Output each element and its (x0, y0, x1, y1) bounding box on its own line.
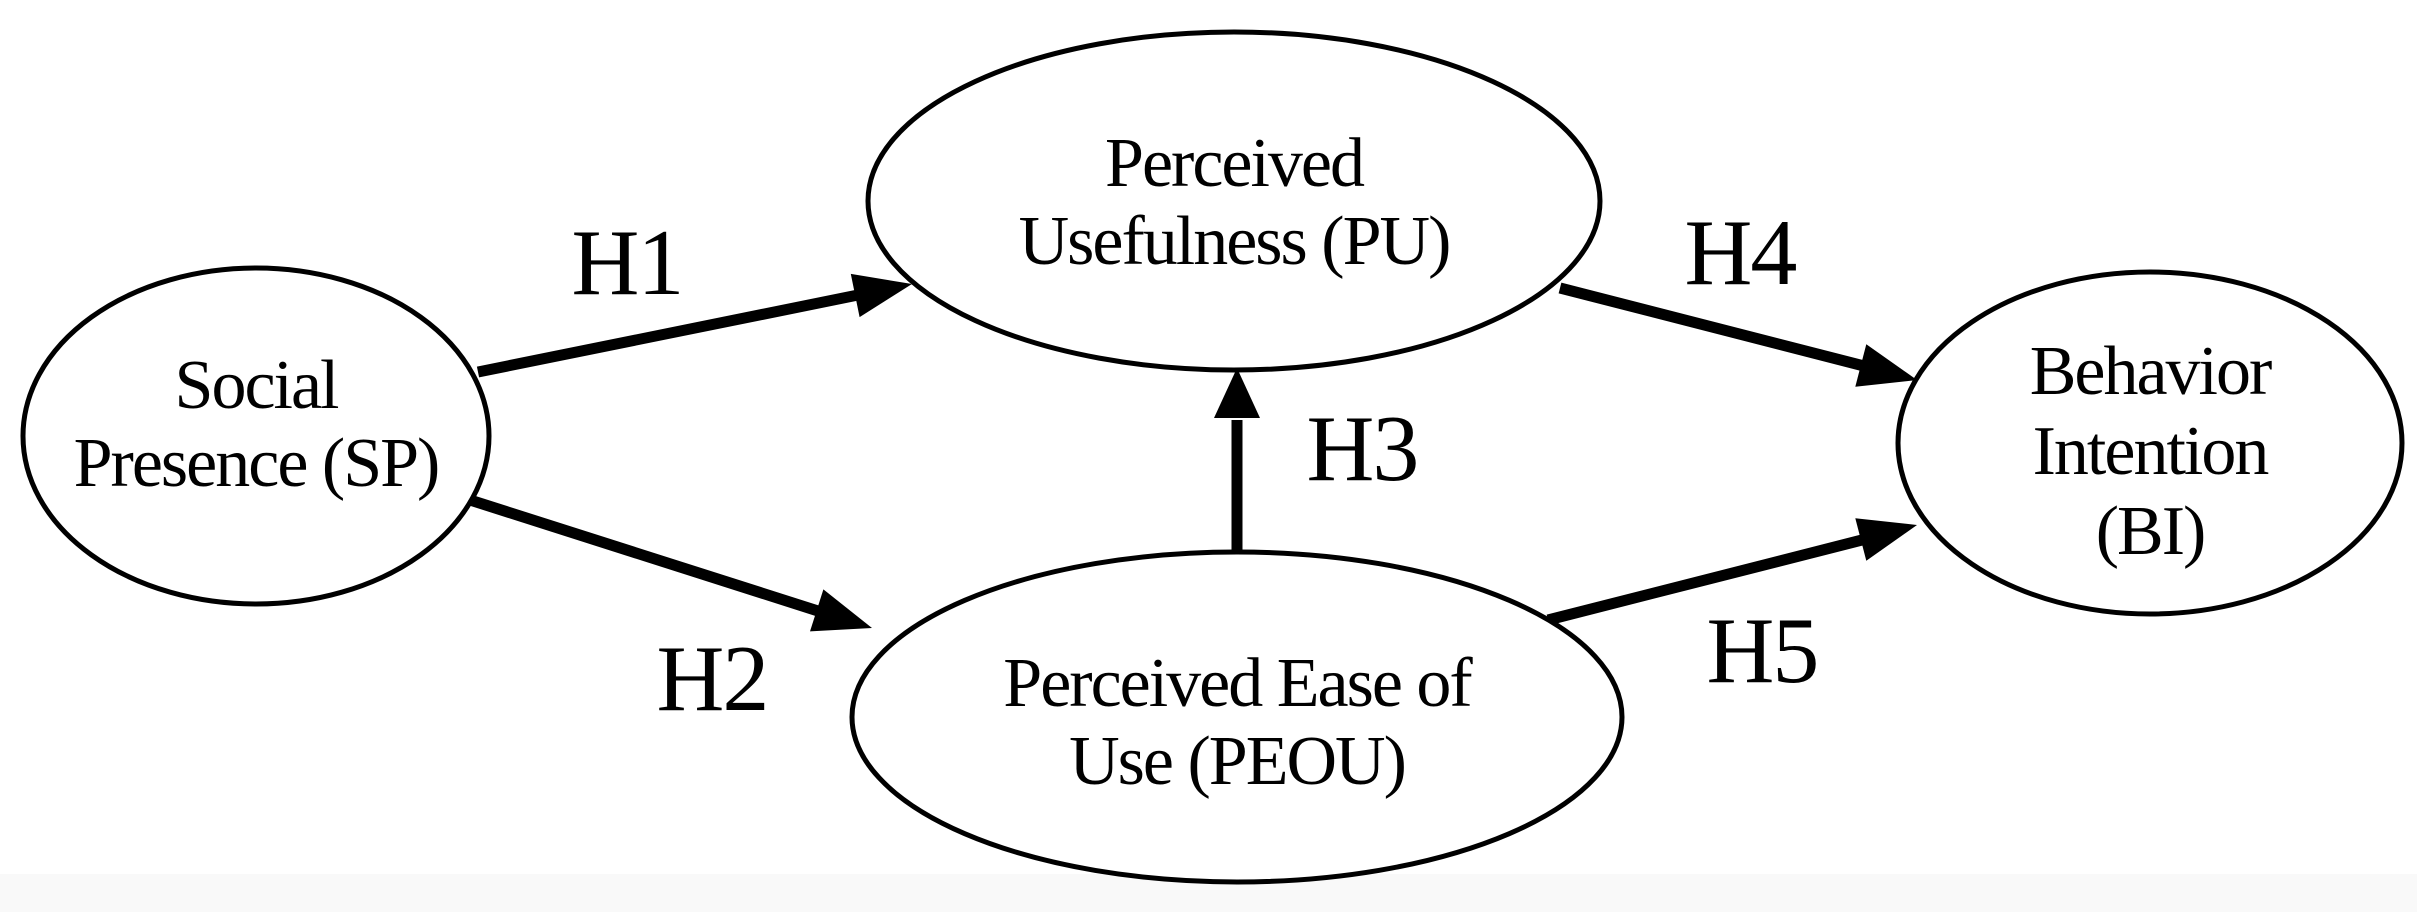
edge-label-h1: H1 (572, 211, 683, 315)
node-label-bi-line2: Intention (2033, 413, 2269, 490)
node-label-sp-line1: Social (175, 347, 340, 424)
arrowhead-h4 (1855, 344, 1917, 387)
arrowhead-h1 (850, 273, 912, 318)
node-label-peou-line1: Perceived Ease of (1003, 645, 1473, 722)
arrowhead-h2 (810, 589, 872, 632)
node-label-pu-line1: Perceived (1105, 125, 1365, 202)
node-label-bi-line3: (BI) (2096, 493, 2205, 570)
arrowhead-h3 (1214, 368, 1260, 418)
edge-line-h5 (1546, 534, 1864, 626)
edge-label-h5: H5 (1707, 599, 1818, 703)
node-label-bi-line1: Behavior (2030, 333, 2272, 410)
edge-label-h4: H4 (1685, 201, 1797, 305)
node-ellipse-perceived-ease-of-use (849, 549, 1625, 885)
node-ellipse-perceived-usefulness (865, 29, 1603, 373)
node-label-peou-line2: Use (PEOU) (1069, 723, 1405, 800)
edge-label-h2: H2 (657, 627, 768, 731)
edges-group: H1 H2 H3 H4 H5 (468, 201, 1917, 731)
node-label-sp-line2: Presence (SP) (74, 425, 439, 502)
edge-line-h2 (468, 494, 820, 617)
arrowhead-h5 (1855, 518, 1917, 561)
edge-line-h4 (1558, 282, 1866, 372)
edge-line-h1 (476, 289, 860, 378)
edge-label-h3: H3 (1307, 397, 1418, 501)
node-ellipse-behavior-intention (1895, 269, 2405, 617)
nodes-group: Social Presence (SP) Perceived Usefulnes… (20, 29, 2405, 885)
node-label-pu-line2: Usefulness (PU) (1019, 203, 1450, 280)
node-ellipse-social-presence (20, 265, 492, 607)
